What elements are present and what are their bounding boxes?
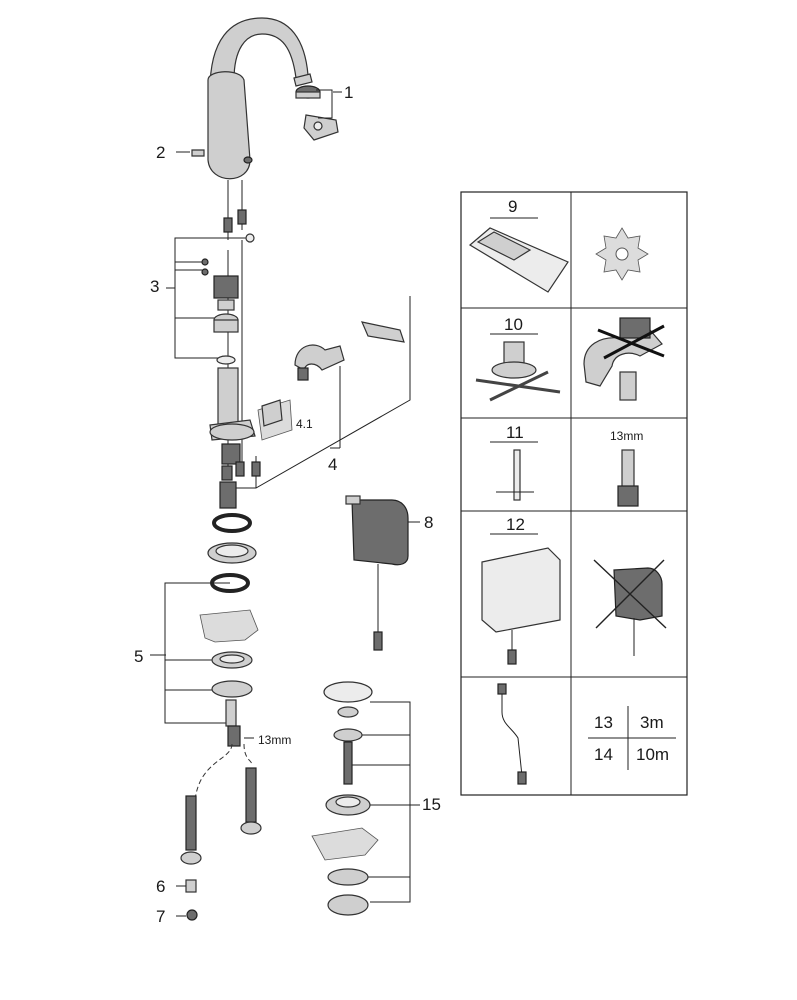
callout-1: 1 xyxy=(344,83,353,102)
faucet-spout xyxy=(207,17,313,180)
accessory-panel xyxy=(460,191,688,796)
panel-label-12: 12 xyxy=(506,515,525,534)
fixing-set-5 xyxy=(164,582,259,747)
supply-hoses xyxy=(180,743,262,865)
callout-2: 2 xyxy=(156,143,165,162)
o-ring-top xyxy=(212,513,252,533)
row-9: 9 xyxy=(468,197,649,293)
row-12: 12 xyxy=(481,515,667,665)
cable-length-3m: 3m xyxy=(640,713,664,732)
check-valve-6 xyxy=(185,879,197,893)
row-11: 11 13mm xyxy=(490,423,643,507)
key-tool xyxy=(513,449,521,501)
cable-code-13: 13 xyxy=(594,713,613,732)
power-adapter-crossed xyxy=(613,567,663,621)
flange-ring xyxy=(207,542,257,564)
extension-cable xyxy=(501,688,523,777)
mounting-set-3 xyxy=(174,233,255,365)
callout-5: 5 xyxy=(134,647,143,666)
panel-label-9: 9 xyxy=(508,197,517,216)
power-supply-8 xyxy=(345,495,420,651)
callout-3: 3 xyxy=(150,277,159,296)
callout-4-1: 4.1 xyxy=(296,417,313,431)
solenoid-valve-set-4 xyxy=(221,296,411,489)
cable-code-14: 14 xyxy=(594,745,613,764)
set-screw xyxy=(191,149,205,157)
row-cable: 13 3m 14 10m xyxy=(497,683,676,785)
callout-15: 15 xyxy=(422,795,441,814)
callout-8: 8 xyxy=(424,513,433,532)
panel-label-10: 10 xyxy=(504,315,523,334)
braided-hose xyxy=(219,481,237,509)
row-10: 10 xyxy=(475,315,665,402)
aerator-assembly xyxy=(295,85,339,141)
socket-size-label: 13mm xyxy=(610,429,643,443)
pop-up-waste-15 xyxy=(311,681,420,916)
callout-6: 6 xyxy=(156,877,165,896)
filter-7 xyxy=(186,909,198,921)
cable-length-10m: 10m xyxy=(636,745,669,764)
battery-box xyxy=(481,547,561,633)
socket-wrench xyxy=(621,449,635,491)
mounting-block xyxy=(209,367,256,465)
callout-7: 7 xyxy=(156,907,165,926)
callout-wrench-size: 13mm xyxy=(258,733,291,747)
callout-leaders xyxy=(150,89,342,917)
callout-4: 4 xyxy=(328,455,337,474)
panel-label-11: 11 xyxy=(506,423,524,442)
